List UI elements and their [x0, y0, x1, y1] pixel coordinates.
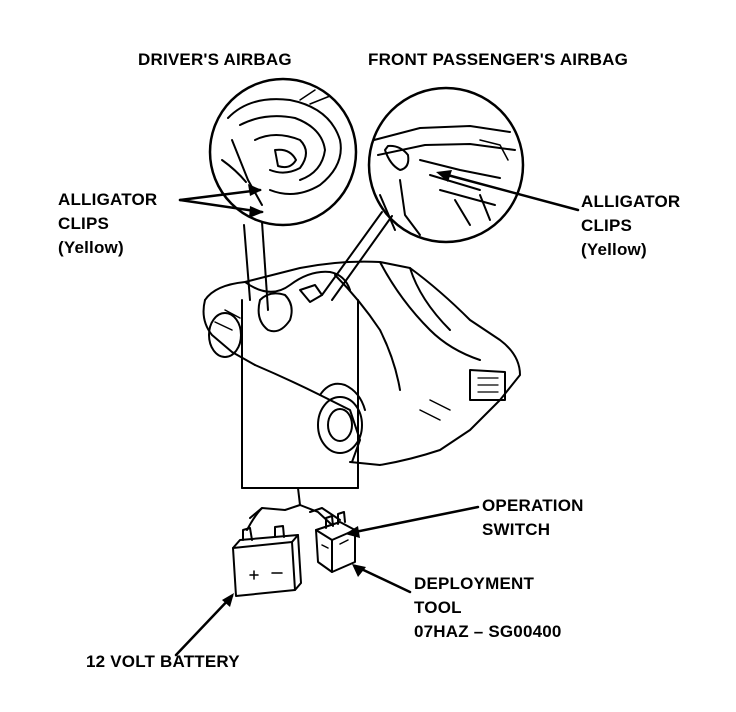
alligator-clips-left-line-2: CLIPS: [58, 214, 110, 233]
deployment-tool-illustration: [315, 511, 356, 573]
passenger-airbag-label: FRONT PASSENGER'S AIRBAG: [368, 50, 629, 69]
passenger-airbag-detail: [367, 86, 525, 244]
car-illustration: [202, 260, 521, 466]
arrowheads: [222, 170, 452, 607]
alligator-clips-right-line-1: ALLIGATOR: [581, 192, 681, 211]
operation-switch-line-2: SWITCH: [482, 520, 551, 539]
battery-illustration: [232, 507, 302, 597]
alligator-clips-right-line-2: CLIPS: [581, 216, 633, 235]
battery-label: 12 VOLT BATTERY: [86, 652, 240, 671]
alligator-clips-left-line-3: (Yellow): [58, 238, 124, 257]
drivers-airbag-label: DRIVER'S AIRBAG: [138, 50, 292, 69]
drivers-airbag-detail: [208, 77, 358, 227]
deployment-tool-line-2: TOOL: [414, 598, 462, 617]
callout-arrows: [174, 171, 580, 657]
wiring-harness: [241, 299, 359, 526]
operation-switch-line-1: OPERATION: [482, 496, 584, 515]
deployment-tool-line-3: 07HAZ – SG00400: [414, 622, 562, 641]
alligator-clips-right-line-3: (Yellow): [581, 240, 647, 259]
deployment-tool-line-1: DEPLOYMENT: [414, 574, 535, 593]
alligator-clips-left-line-1: ALLIGATOR: [58, 190, 158, 209]
